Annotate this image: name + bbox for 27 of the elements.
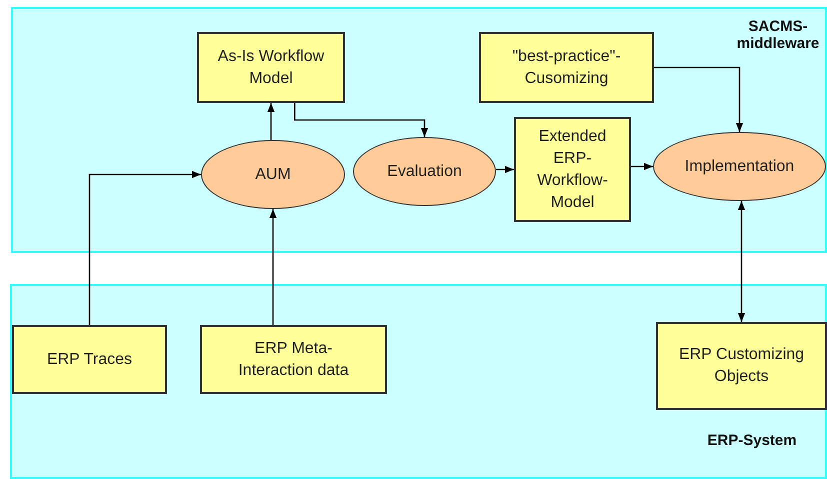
- node-label: AUM: [255, 164, 291, 184]
- layer-band: [10, 284, 827, 479]
- arrow: [738, 201, 746, 322]
- node-label: Extended ERP-Workflow-Model: [536, 126, 609, 212]
- process-box: [514, 117, 631, 222]
- layer-title: ERP-System: [706, 432, 798, 449]
- node-label: ERP Traces: [46, 350, 132, 370]
- node-label: Implementation: [684, 156, 794, 176]
- process-box: [200, 325, 387, 394]
- node-label: Evaluation: [387, 162, 462, 182]
- arrow: [269, 209, 277, 325]
- arrow: [631, 162, 653, 170]
- layer-band: [11, 7, 827, 253]
- arrow: [496, 166, 514, 174]
- node-label: ERP Customizing Objects: [678, 345, 806, 387]
- arrow: [267, 103, 275, 140]
- process-box: [197, 32, 345, 103]
- layer-title: SACMS-middleware: [736, 18, 820, 52]
- arrow: [654, 66, 744, 132]
- process-box: [12, 325, 167, 394]
- node-label: ERP Meta-Interaction data: [237, 338, 350, 380]
- arrow: [294, 103, 428, 137]
- arrow: [88, 170, 201, 325]
- process-box: [656, 322, 827, 410]
- node-label: "best-practice"-Cusomizing: [511, 46, 622, 88]
- node-label: As-Is Workflow Model: [216, 46, 326, 88]
- process-box: [479, 32, 654, 103]
